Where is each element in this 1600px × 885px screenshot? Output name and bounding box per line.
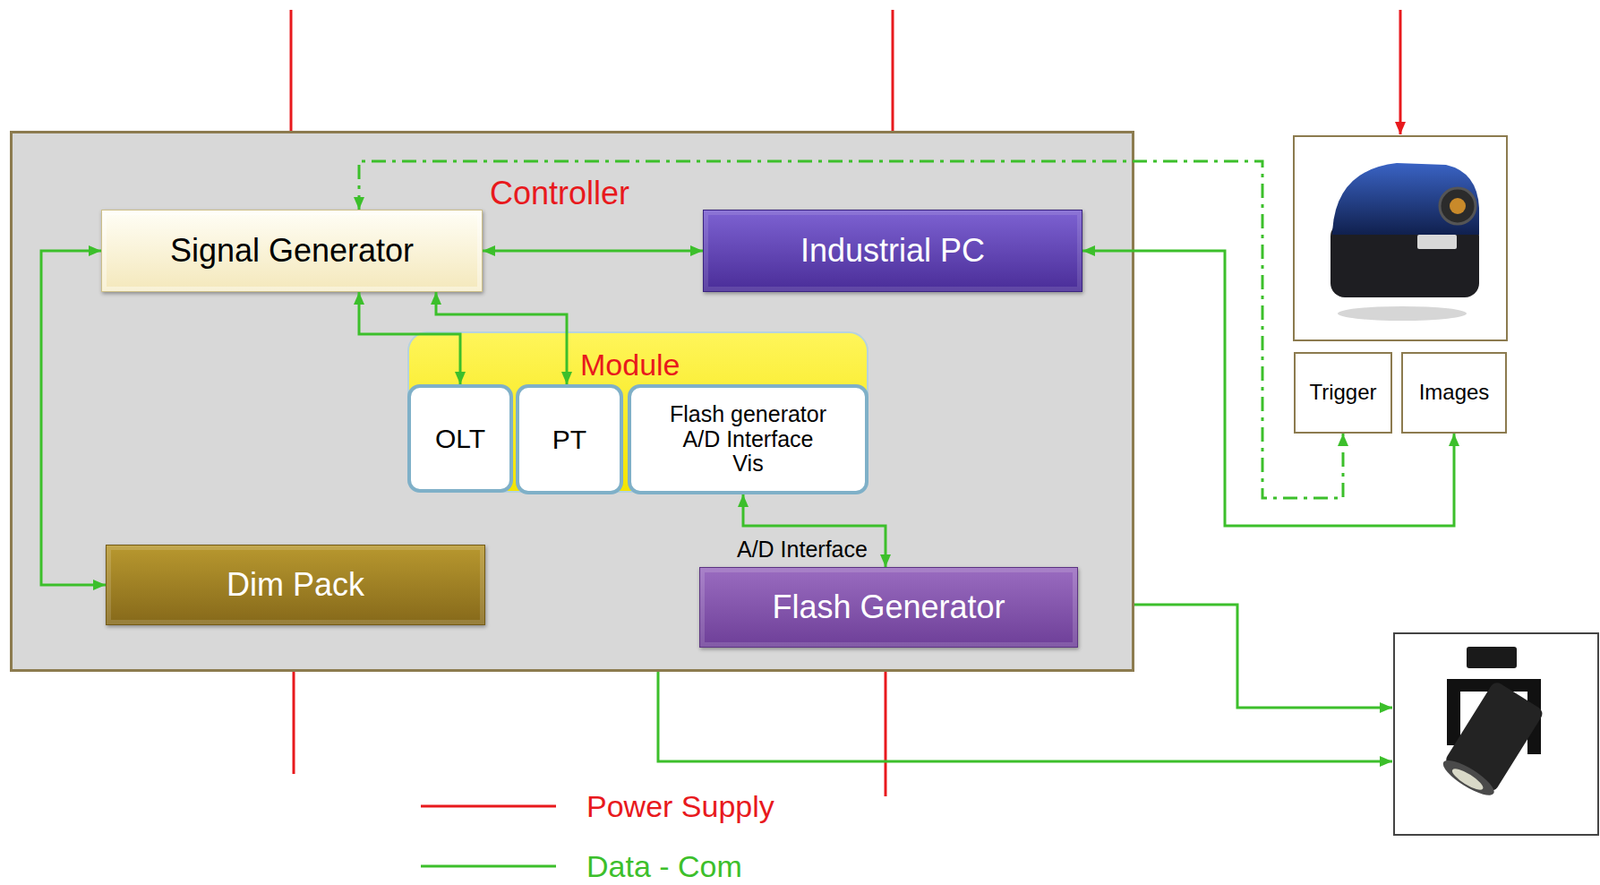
node-label: OLT [435,423,486,454]
edge-label-holder: A/D Interface [736,538,868,561]
lamp-mount [1466,646,1517,668]
node-label: Trigger [1309,380,1377,404]
flash-generator-box: Flash Generator [699,566,1079,648]
legend-text: Power Supply [586,788,775,823]
camera-label-plate [1417,234,1457,249]
data-connector [1082,250,1455,526]
dim-pack-box: Dim Pack [105,544,486,625]
camera-frame [1293,136,1507,341]
node-label: Dim Pack [226,566,365,603]
node-label: Controller [489,177,630,210]
legend-line [420,864,557,868]
signal-generator-box: Signal Generator [101,209,483,292]
controller-panel: ControllerSignal Generator Industrial PC M… [9,130,1135,672]
node-label: Module [580,349,681,380]
node-label: Signal Generator [170,232,414,269]
node-label: Flash Generator [771,589,1005,625]
power-arrow [1399,9,1403,135]
legend-entry: Data - Com [586,850,743,882]
node-label: Flash generator A/D Interface Vis [667,402,830,477]
data-connector [482,249,703,253]
node-label: Images [1419,380,1490,404]
camera-lens-glass [1449,197,1466,214]
lamp-frame [1394,633,1599,835]
camera-port-box: Trigger [1293,351,1393,434]
legend-text: Data - Com [586,848,743,883]
legend-entry: Power Supply [586,790,775,822]
data-connector [436,291,567,385]
lamp-head [1438,679,1546,801]
camera-shadow [1337,306,1467,321]
node-label: PT [552,424,587,454]
camera-lens [1439,188,1476,224]
module-part-box: OLT [407,384,514,493]
module-band: ModuleOLT PT Flash generator A/D Interface… [407,331,869,493]
industrial-pc-box: Industrial PC [702,209,1083,292]
legend-line [420,804,557,808]
data-connector [359,291,461,385]
data-connector [359,161,1344,498]
node-label: Industrial PC [800,232,985,269]
camera-top [1332,162,1480,235]
data-connector [41,250,106,585]
module-part-box: PT [515,384,624,495]
edge-label: A/D Interface [736,536,868,562]
module-part-box: Flash generator A/D Interface Vis [627,384,869,495]
camera-port-box: Images [1401,351,1507,434]
